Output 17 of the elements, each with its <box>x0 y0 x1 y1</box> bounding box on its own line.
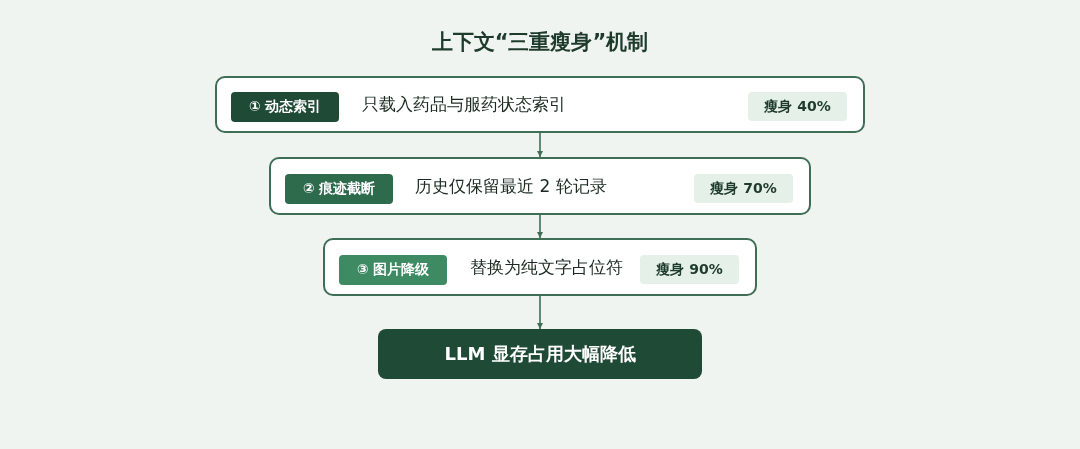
diagram-title: 上下文“三重瘦身”机制 <box>430 29 650 56</box>
step-card <box>269 157 811 215</box>
step-description: 历史仅保留最近 2 轮记录 <box>415 174 607 198</box>
step-tag: ③ 图片降级 <box>339 255 447 285</box>
step-description: 只载入药品与服药状态索引 <box>362 93 566 116</box>
arrow <box>537 132 543 158</box>
step-card <box>323 238 757 296</box>
step-tag: ② 痕迹截断 <box>285 174 393 204</box>
reduction-badge: 瘦身 70% <box>694 174 793 203</box>
result-box: LLM 显存占用大幅降低 <box>378 329 702 379</box>
reduction-badge: 瘦身 40% <box>748 92 847 121</box>
arrow <box>537 295 543 330</box>
arrow <box>537 214 543 239</box>
step-card <box>215 76 865 133</box>
reduction-badge: 瘦身 90% <box>640 255 739 284</box>
step-description: 替换为纯文字占位符 <box>470 255 623 279</box>
step-tag: ① 动态索引 <box>231 92 339 122</box>
